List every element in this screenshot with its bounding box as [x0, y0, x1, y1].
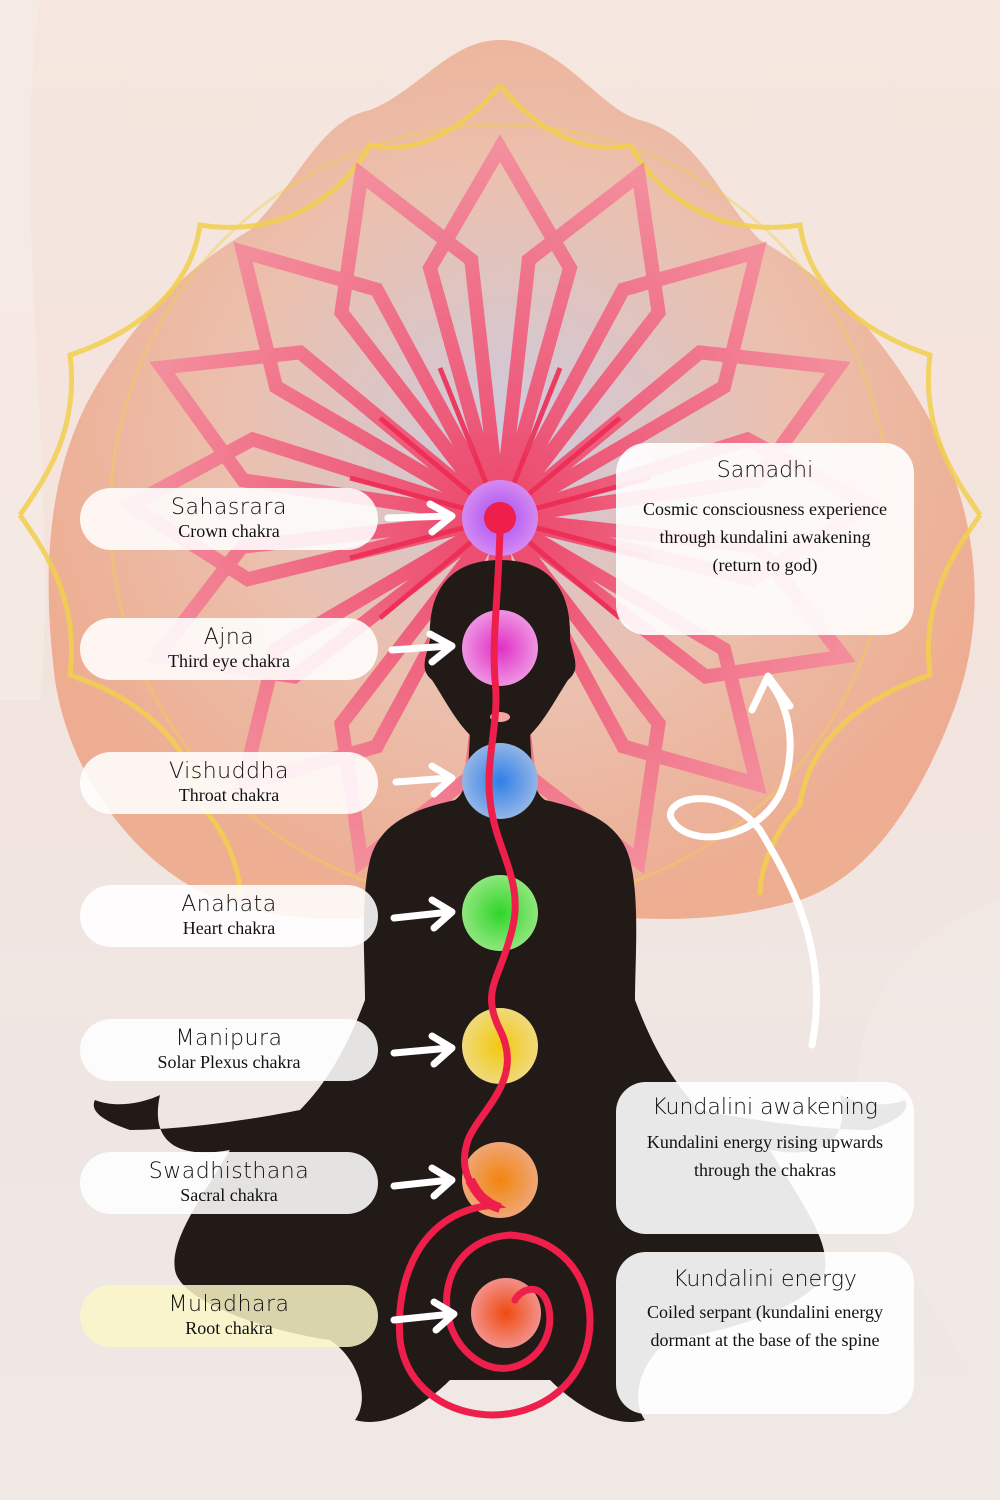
chakra-subtitle: Crown chakra	[178, 521, 280, 541]
curved-arrow-up-icon	[667, 672, 820, 1049]
chakra-name: Ajna	[203, 625, 255, 650]
card-body: Kundalini energy rising upwards through …	[646, 1132, 884, 1180]
card-title: Kundalini awakening	[652, 1095, 878, 1120]
arrow-right-icon	[392, 762, 456, 798]
chakra-subtitle: Third eye chakra	[168, 651, 290, 671]
card-body: Coiled serpant (kundalini energy dormant…	[646, 1302, 884, 1350]
chakra-subtitle: Sacral chakra	[180, 1185, 278, 1205]
label-muladhara: Muladhara Root chakra	[80, 1285, 378, 1347]
arrow-right-icon	[384, 500, 456, 536]
chakra-throat	[462, 743, 538, 819]
card-kundalini-awakening: Kundalini awakening Kundalini energy ris…	[616, 1082, 914, 1234]
chakra-subtitle: Heart chakra	[182, 918, 276, 938]
chakra-name: Vishuddha	[169, 759, 289, 784]
label-manipura: Manipura Solar Plexus chakra	[80, 1019, 378, 1081]
chakra-solar-plexus	[462, 1008, 538, 1084]
chakra-third-eye	[462, 610, 538, 686]
chakra-subtitle: Solar Plexus chakra	[157, 1052, 301, 1072]
label-ajna: Ajna Third eye chakra	[80, 618, 378, 680]
label-sahasrara: Sahasrara Crown chakra	[80, 488, 378, 550]
chakra-subtitle: Root chakra	[185, 1318, 273, 1338]
label-swadhisthana: Swadhisthana Sacral chakra	[80, 1152, 378, 1214]
arrow-right-icon	[390, 1032, 456, 1068]
arrow-right-icon	[388, 630, 456, 666]
card-title: Kundalini energy	[673, 1267, 857, 1292]
chakra-name: Manipura	[175, 1026, 283, 1051]
chakra-subtitle: Throat chakra	[178, 785, 280, 805]
arrow-right-icon	[390, 1164, 456, 1200]
card-body: Cosmic consciousness experience through …	[643, 499, 887, 575]
card-kundalini-energy: Kundalini energy Coiled serpant (kundali…	[616, 1252, 914, 1414]
arrow-right-icon	[390, 1298, 458, 1334]
label-vishuddha: Vishuddha Throat chakra	[80, 752, 378, 814]
chakra-heart	[462, 875, 538, 951]
arrow-right-icon	[390, 896, 456, 932]
chakra-name: Muladhara	[168, 1292, 290, 1317]
chakra-name: Swadhisthana	[148, 1159, 310, 1184]
card-samadhi: Samadhi Cosmic consciousness experience …	[616, 443, 914, 635]
card-title: Samadhi	[716, 458, 814, 483]
label-anahata: Anahata Heart chakra	[80, 885, 378, 947]
chakra-name: Sahasrara	[171, 495, 287, 520]
chakra-name: Anahata	[181, 892, 277, 917]
